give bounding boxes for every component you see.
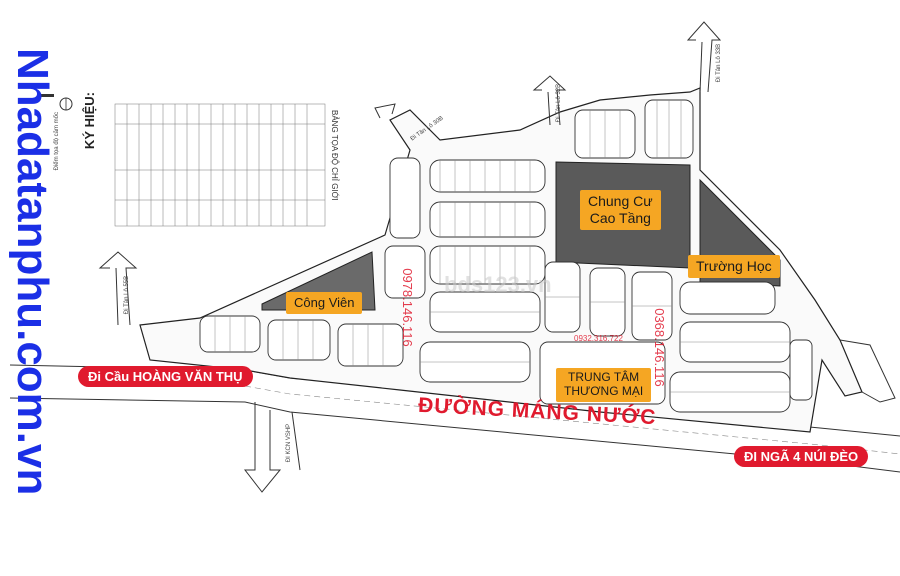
map-watermark: bds123.vn [444,272,552,297]
banner-right-direction: ĐI NGÃ 4 NÚI ĐÈO [734,446,869,467]
zone-label-apartments: Chung Cư Cao Tầng [580,190,661,230]
coordinate-table [114,103,326,227]
entry-roads [98,21,896,403]
legend-marker-icon [40,94,73,111]
road-label-5: ĐI KCN VSHP [286,423,293,463]
lot-lines [214,100,790,393]
phone-number-1: 0978.146.116 [399,268,415,347]
phone-number-2: 0368.146.116 [651,308,667,387]
zone-label-park: Công Viên [286,292,363,314]
legend-item-label: Điểm tọa độ cắm mốc [54,112,60,171]
phone-number-3: 0932.316.722 [574,334,623,343]
zone-label-school: Trường Học [688,255,780,278]
legend-title: KÝ HIỆU: [82,92,97,150]
coordinate-table-title: BẢNG TỌA ĐỘ CHỈ GIỚI [330,110,339,201]
road-label-2: Đi Tân Lô 32B [556,83,563,123]
site-watermark-text: Nhadatanphu.com.vn [8,48,57,496]
banner-left-direction: Đi Cầu HOÀNG VĂN THỤ [78,366,253,387]
zone-label-commercial: TRUNG TÂM THƯƠNG MẠI [556,368,652,402]
road-label-1: Đi Tân Lô 55B [124,275,131,315]
road-label-3: Đi Tân Lô 33B [716,43,723,83]
